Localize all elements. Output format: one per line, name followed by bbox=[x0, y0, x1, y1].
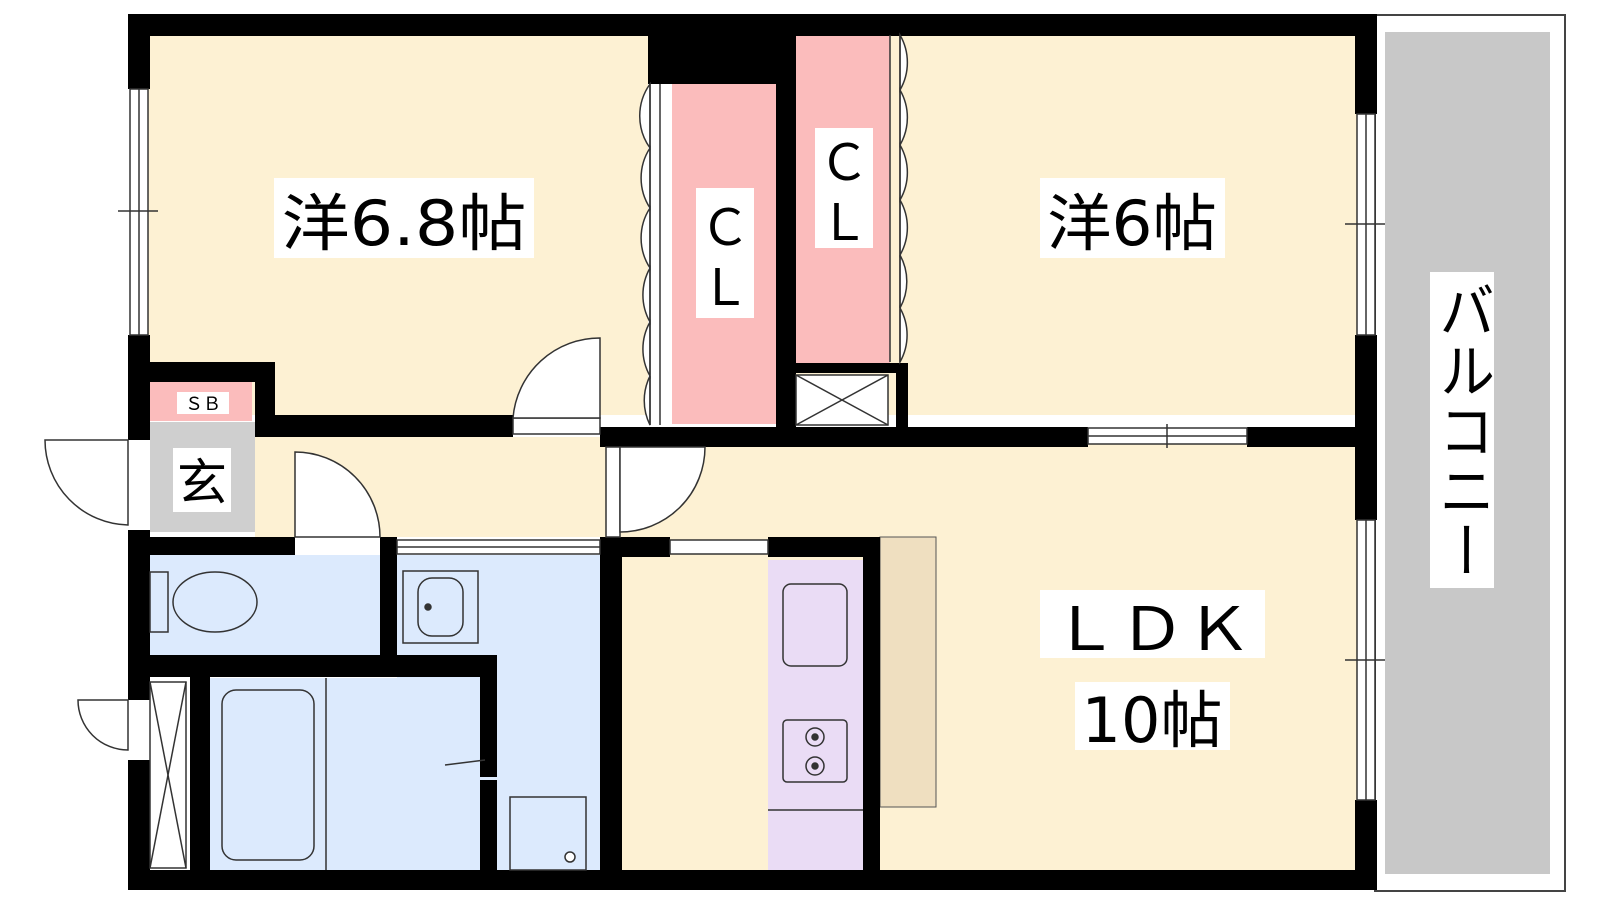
closet-a-label-top: Ｃ bbox=[700, 199, 750, 257]
walls bbox=[128, 14, 1377, 890]
doors bbox=[44, 32, 909, 766]
dining-counter bbox=[879, 536, 937, 808]
closet-b-label-top: Ｃ bbox=[819, 134, 869, 192]
western-a-door bbox=[512, 337, 601, 419]
balcony-label: バルコニー bbox=[1430, 280, 1495, 580]
kitchen bbox=[768, 583, 863, 811]
room-western-a-label: 洋6.8帖 bbox=[282, 187, 527, 260]
bathtub bbox=[221, 689, 315, 861]
kitchen-sink bbox=[782, 583, 848, 667]
closet-b-label-bottom: Ｌ bbox=[819, 194, 869, 252]
toilet-tank bbox=[149, 571, 169, 633]
ldk-door bbox=[619, 446, 706, 533]
washing-machine-pan bbox=[509, 796, 587, 871]
utility-door bbox=[77, 699, 129, 751]
closet-a-label-bottom: Ｌ bbox=[700, 259, 750, 317]
stove bbox=[782, 719, 848, 783]
fixtures bbox=[149, 374, 889, 871]
hall-door bbox=[294, 451, 381, 538]
entrance-door bbox=[44, 439, 129, 526]
toilet-bowl bbox=[172, 571, 258, 633]
room-ldk-label: ＬＤＫ bbox=[1052, 595, 1252, 665]
room-western-b-label: 洋6帖 bbox=[1047, 187, 1217, 260]
room-ldk-size: 10帖 bbox=[1082, 684, 1223, 757]
entrance-label: 玄 bbox=[177, 454, 227, 512]
shoe-box-label: ＳＢ bbox=[185, 394, 221, 415]
labels: 洋6.8帖 洋6帖 ＬＤＫ 10帖 Ｃ Ｌ Ｃ Ｌ ＳＢ 玄 バルコニー bbox=[173, 128, 1495, 757]
